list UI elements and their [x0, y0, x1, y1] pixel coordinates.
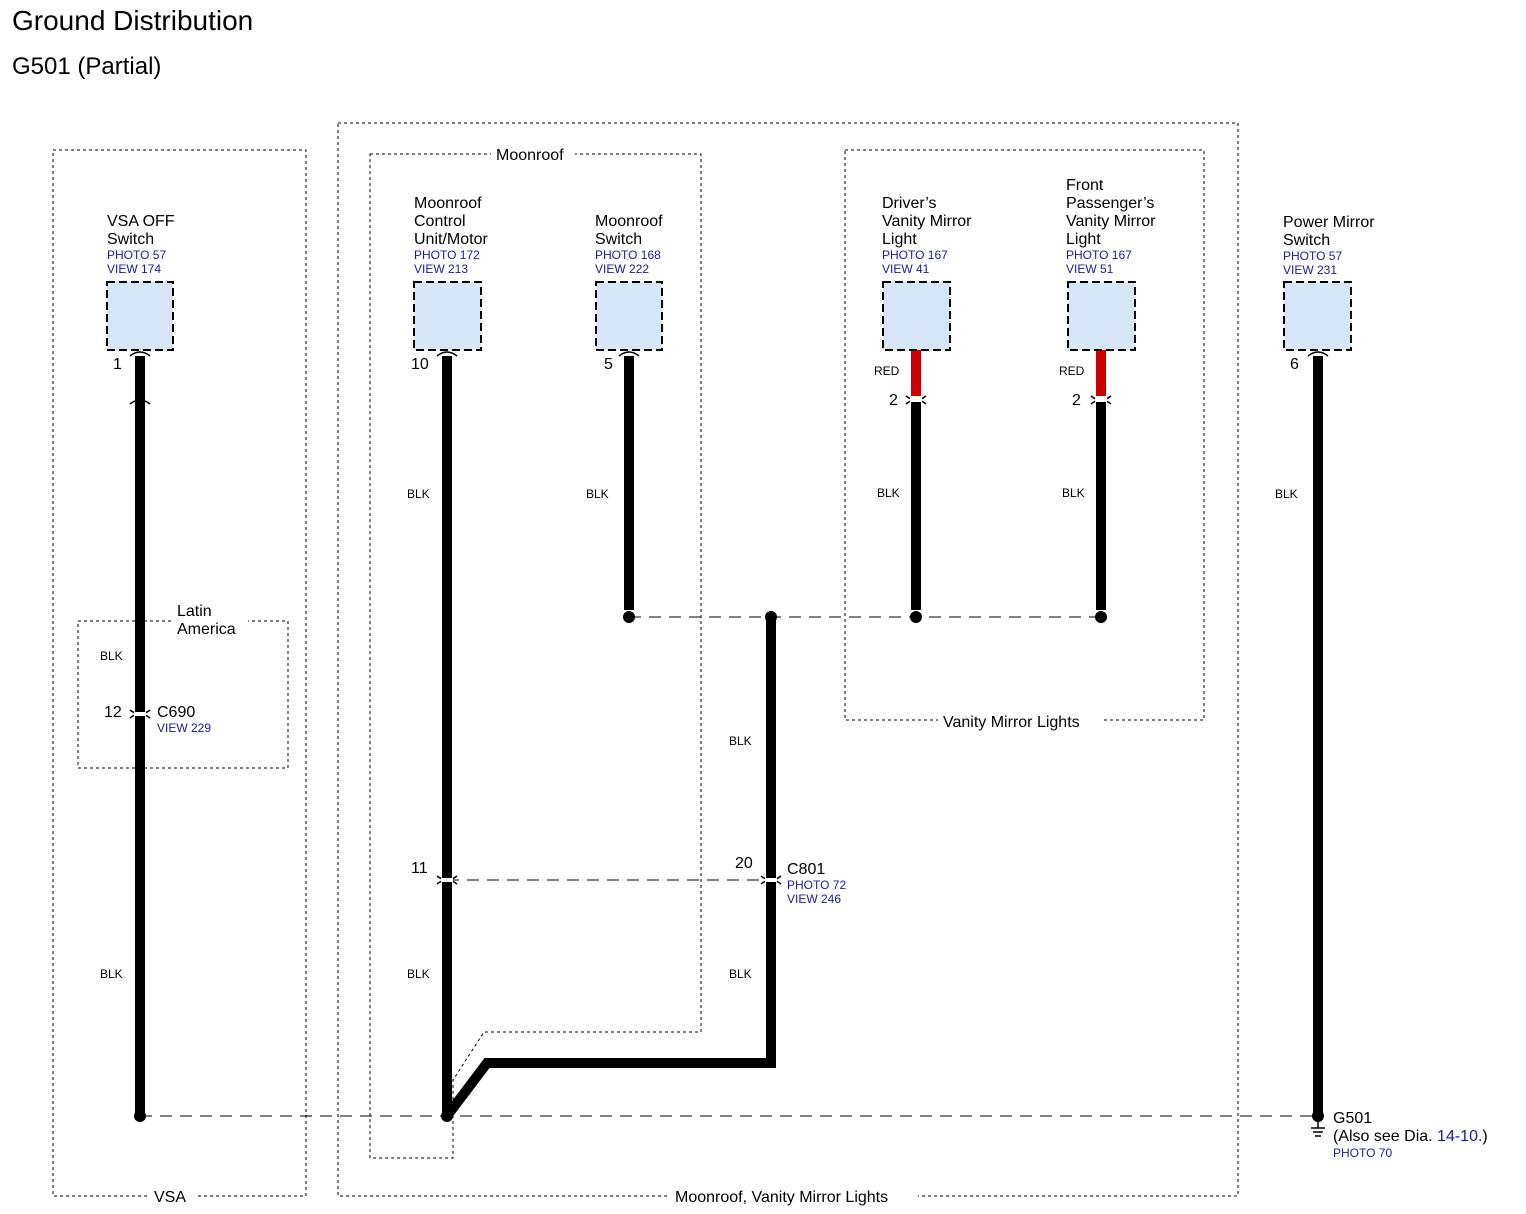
c801-pin-left: 11 — [411, 860, 428, 877]
wire-label-blk: BLK — [407, 967, 430, 981]
c801-name: C801 — [787, 861, 825, 878]
wire-label-red: RED — [1059, 364, 1085, 378]
moonroof-group-box — [369, 153, 702, 1159]
c801-view: VIEW 246 — [787, 892, 841, 906]
latin-america-label-1: Latin — [177, 603, 212, 620]
wire-label-blk: BLK — [586, 487, 609, 501]
power-mirror-view: VIEW 231 — [1283, 263, 1337, 277]
moonroof-switch-icon — [595, 281, 663, 351]
ground-see-also: (Also see Dia. 14-10.) — [1333, 1128, 1488, 1145]
moonroof-switch-label-2: Switch — [595, 231, 642, 248]
moonroof-switch-label-1: Moonroof — [595, 213, 663, 230]
power-mirror-label-2: Switch — [1283, 232, 1330, 249]
driver-mirror-photo: PHOTO 167 — [882, 248, 948, 262]
c801-pin-right: 20 — [735, 855, 753, 872]
power-mirror-icon — [1283, 281, 1352, 351]
moonroof-unit-label-2: Control — [414, 213, 466, 230]
moonroof-unit-icon — [413, 281, 482, 351]
wire-label-blk: BLK — [1275, 487, 1298, 501]
c690-pin: 12 — [104, 704, 122, 721]
c690-name: C690 — [157, 704, 195, 721]
moonroof-unit-label-3: Unit/Motor — [414, 231, 488, 248]
pass-mirror-icon — [1067, 281, 1136, 351]
driver-mirror-pin: 2 — [889, 392, 898, 409]
vsa-off-label-2: Switch — [107, 231, 154, 248]
pin-connector-icons — [129, 351, 1329, 885]
power-mirror-photo: PHOTO 57 — [1283, 249, 1342, 263]
wire-label-blk: BLK — [100, 967, 123, 981]
driver-mirror-view: VIEW 41 — [882, 262, 930, 276]
vanity-mirror-group-label: Vanity Mirror Lights — [943, 714, 1080, 731]
pass-mirror-view: VIEW 51 — [1066, 262, 1114, 276]
driver-mirror-label-1: Driver’s — [882, 195, 937, 212]
vanity-mirror-group-box — [844, 149, 1205, 721]
pass-mirror-label-2: Passenger’s — [1066, 195, 1154, 212]
latin-america-label-2: America — [177, 621, 236, 638]
driver-mirror-label-2: Vanity Mirror — [882, 213, 972, 230]
diagram-link[interactable]: 14-10. — [1437, 1128, 1482, 1145]
vsa-group-box — [52, 149, 307, 1197]
pass-mirror-label-4: Light — [1066, 231, 1101, 248]
pass-mirror-label-3: Vanity Mirror — [1066, 213, 1156, 230]
moonroof-unit-pin: 10 — [411, 356, 429, 373]
vsa-off-view: VIEW 174 — [107, 262, 161, 276]
latin-america-box — [77, 620, 289, 769]
power-mirror-label-1: Power Mirror — [1283, 214, 1375, 231]
moonroof-unit-photo: PHOTO 172 — [414, 248, 480, 262]
wire-vanity-return — [443, 617, 776, 1120]
ground-symbol-icon — [1311, 1122, 1325, 1137]
moonroof-switch-pin: 5 — [604, 356, 613, 373]
wire-label-blk: BLK — [407, 487, 430, 501]
page-title: Ground Distribution — [12, 5, 253, 36]
driver-mirror-label-3: Light — [882, 231, 917, 248]
moonroof-unit-label-1: Moonroof — [414, 195, 482, 212]
moonroof-vanity-group-label: Moonroof, Vanity Mirror Lights — [675, 1189, 888, 1206]
c690-view: VIEW 229 — [157, 721, 211, 735]
wire-label-blk: BLK — [729, 734, 752, 748]
wire-label-blk: BLK — [729, 967, 752, 981]
moonroof-group-label: Moonroof — [496, 147, 564, 164]
vsa-group-label: VSA — [154, 1189, 186, 1206]
vsa-off-pin: 1 — [113, 356, 122, 373]
moonroof-vanity-group-box — [337, 122, 1239, 1197]
wire-label-blk: BLK — [1062, 486, 1085, 500]
wire-label-blk: BLK — [100, 649, 123, 663]
wire-label-red: RED — [874, 364, 900, 378]
moonroof-switch-photo: PHOTO 168 — [595, 248, 661, 262]
vsa-off-photo: PHOTO 57 — [107, 248, 166, 262]
c801-photo: PHOTO 72 — [787, 878, 846, 892]
ground-name: G501 — [1333, 1110, 1372, 1127]
pass-mirror-photo: PHOTO 167 — [1066, 248, 1132, 262]
inline-connector-gaps — [134, 398, 1107, 882]
ground-photo: PHOTO 70 — [1333, 1146, 1392, 1160]
driver-mirror-icon — [882, 281, 951, 351]
splice-dots — [134, 611, 1324, 1122]
moonroof-switch-view: VIEW 222 — [595, 262, 649, 276]
vsa-off-label-1: VSA OFF — [107, 213, 175, 230]
moonroof-unit-view: VIEW 213 — [414, 262, 468, 276]
power-mirror-pin: 6 — [1290, 356, 1299, 373]
pass-mirror-label-1: Front — [1066, 177, 1104, 194]
pass-mirror-pin: 2 — [1072, 392, 1081, 409]
vsa-off-switch-icon — [106, 281, 174, 351]
wire-label-blk: BLK — [877, 486, 900, 500]
page-subtitle: G501 (Partial) — [12, 53, 161, 80]
